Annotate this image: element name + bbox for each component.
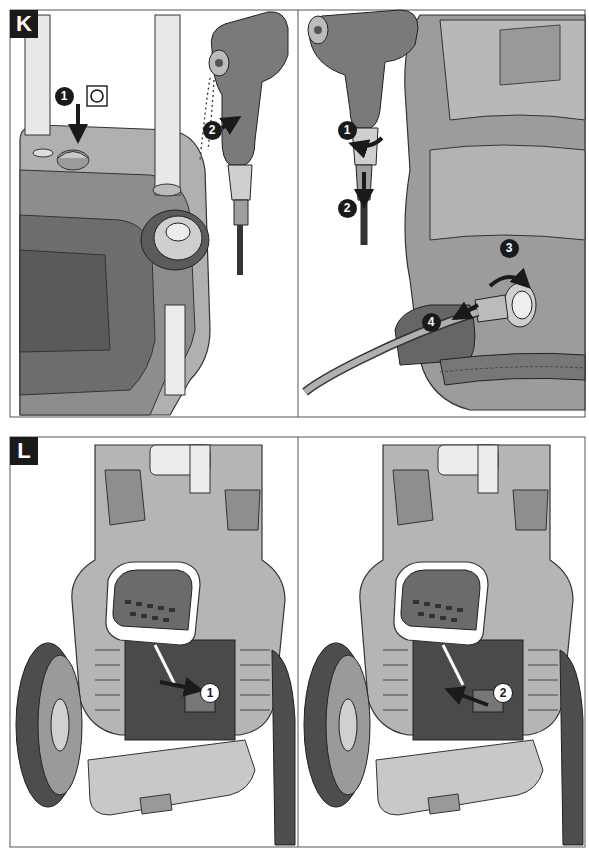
callout-number: 2 — [338, 199, 357, 218]
callout-number: 3 — [500, 239, 519, 258]
callout-number: 2 — [493, 683, 513, 703]
callout-number: 2 — [203, 121, 222, 140]
callout-number: 4 — [422, 313, 441, 332]
callout-number: 1 — [200, 683, 220, 703]
panel-letter: K — [10, 10, 38, 38]
callout-number: 1 — [338, 121, 357, 140]
panel-letter: L — [10, 437, 38, 465]
callout-number: 1 — [55, 87, 74, 106]
